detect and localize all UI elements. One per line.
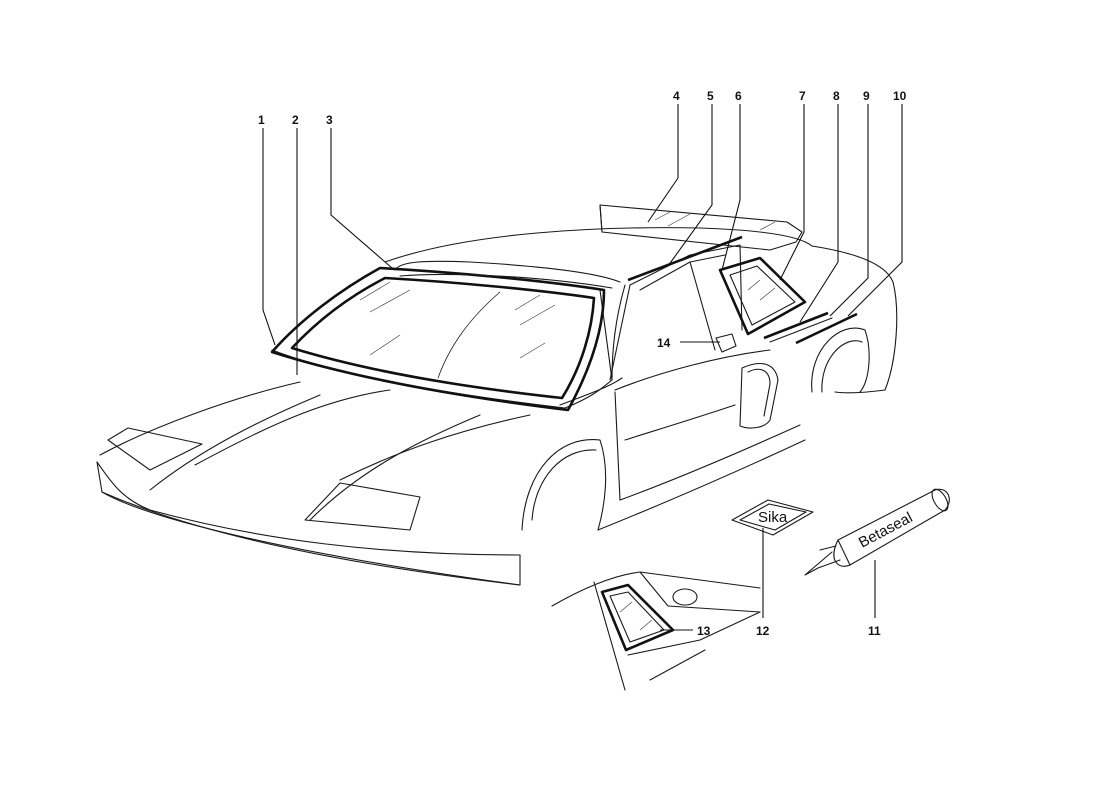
- callout-11: 11: [868, 624, 881, 638]
- sealant-tube: Betaseal: [804, 488, 950, 576]
- leader-lines: [262, 104, 903, 631]
- side-seals: [627, 235, 858, 345]
- callout-1: 1: [258, 113, 265, 127]
- belt-strip-lower: [795, 312, 858, 345]
- callout-4: 4: [673, 89, 680, 103]
- rear-glass: [599, 204, 803, 251]
- callout-10: 10: [893, 89, 907, 103]
- callout-6: 6: [735, 89, 742, 103]
- quarter-window-frame: [718, 256, 807, 336]
- callout-13: 13: [697, 624, 711, 638]
- callout-3: 3: [326, 113, 333, 127]
- callout-2: 2: [292, 113, 299, 127]
- mirror-clip: [715, 333, 737, 353]
- callout-9: 9: [863, 89, 870, 103]
- inset-window-seal: [600, 583, 675, 652]
- callout-12: 12: [756, 624, 770, 638]
- roof-side-seal: [627, 235, 743, 282]
- windshield-assembly: [270, 260, 621, 412]
- callout-labels: 1 2 3 4 5 6 7 8 9 10 11 12 13 14: [258, 89, 907, 638]
- car-body: [96, 227, 898, 586]
- decal-text: Sika: [758, 509, 788, 526]
- callout-8: 8: [833, 89, 840, 103]
- windshield-outer-seal: [270, 266, 606, 412]
- inset-detail: [551, 571, 761, 691]
- windshield-inner-seal: [290, 276, 596, 400]
- callout-5: 5: [707, 89, 714, 103]
- primer-decal: Sika: [731, 499, 814, 536]
- belt-strip-upper: [763, 311, 829, 340]
- callout-7: 7: [799, 89, 806, 103]
- callout-14: 14: [657, 336, 671, 350]
